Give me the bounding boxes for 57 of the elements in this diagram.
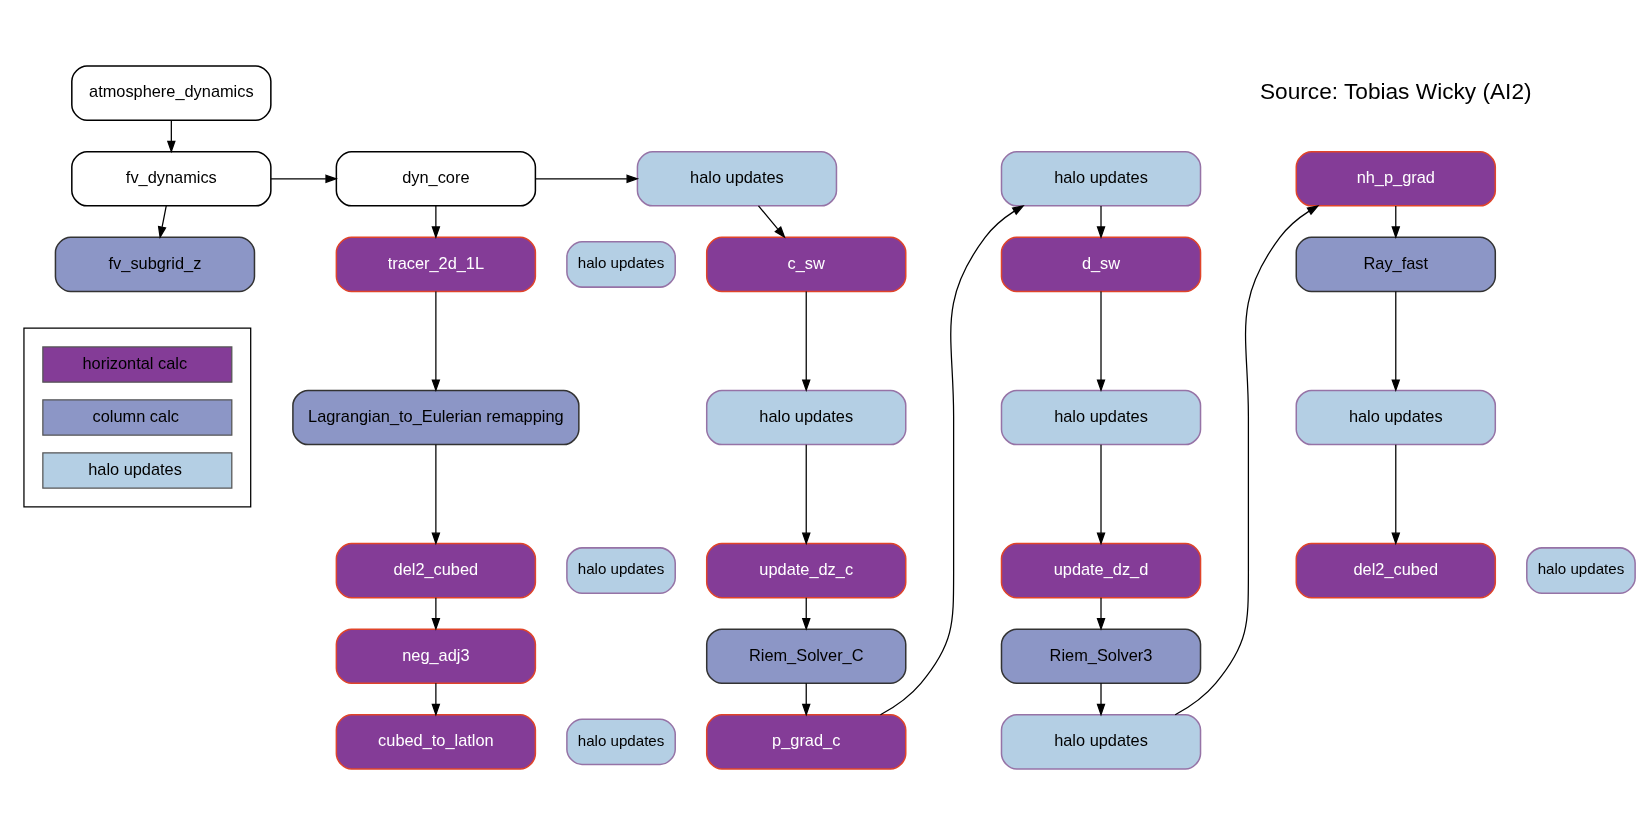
node-box: p_grad_c: [705, 714, 907, 770]
arrow: [1391, 444, 1401, 546]
arrow: [1391, 290, 1401, 393]
arrow: [1096, 444, 1106, 546]
node-box: tracer_2d_1L: [335, 236, 537, 293]
node-box: nh_p_grad: [1295, 150, 1497, 207]
arrow: [801, 290, 811, 393]
node-box: del2_cubed: [1295, 542, 1497, 599]
node-box: Ray_fast: [1295, 236, 1497, 293]
node-box: halo updates: [1000, 150, 1202, 207]
arrow: [1096, 597, 1106, 631]
legend-label: column calc: [92, 406, 179, 425]
node-box: halo updates: [1526, 547, 1636, 594]
node-box: dyn_core: [335, 150, 537, 207]
arrow: [1174, 204, 1320, 716]
node-box: neg_adj3: [335, 628, 537, 685]
arrow: [1096, 290, 1106, 393]
node-box: fv_dynamics: [71, 150, 272, 207]
node-box: halo updates: [1000, 714, 1202, 770]
node-box: update_dz_c: [705, 542, 907, 599]
arrow: [757, 205, 786, 239]
node-box: halo updates: [636, 150, 838, 207]
node-box: d_sw: [1000, 236, 1202, 293]
node-box: halo updates: [705, 389, 907, 446]
arrow: [535, 174, 640, 184]
node-box: halo updates: [566, 547, 676, 594]
arrow: [1096, 682, 1106, 717]
node-box: del2_cubed: [335, 542, 537, 599]
arrow: [431, 205, 441, 239]
arrow: [431, 290, 441, 393]
node-box: cubed_to_latlon: [335, 714, 537, 770]
arrow: [166, 119, 176, 154]
node-box: halo updates: [566, 718, 676, 766]
node-box: fv_subgrid_z: [54, 236, 256, 293]
node-box: halo updates: [1000, 389, 1202, 446]
arrow: [879, 204, 1025, 716]
arrow: [1096, 205, 1106, 239]
arrow: [801, 682, 811, 717]
node-box: c_sw: [705, 236, 907, 293]
arrow: [431, 444, 441, 546]
node-box: halo updates: [566, 241, 676, 288]
legend-label: halo updates: [88, 459, 182, 478]
label: Source: Tobias Wicky (AI2): [1260, 77, 1532, 104]
legend-label: horizontal calc: [82, 353, 188, 372]
arrow: [431, 682, 441, 717]
arrow: [157, 205, 167, 239]
arrow: [801, 597, 811, 631]
node-box: Riem_Solver3: [1000, 628, 1202, 685]
arrow: [431, 597, 441, 631]
arrow: [270, 174, 338, 184]
arrow: [801, 444, 811, 546]
arrow: [1391, 205, 1401, 239]
node-box: update_dz_d: [1000, 542, 1202, 599]
node-box: halo updates: [1295, 389, 1497, 446]
node-box: Riem_Solver_C: [705, 628, 907, 685]
node-box: atmosphere_dynamics: [71, 65, 272, 121]
node-box: Lagrangian_to_Eulerian remapping: [292, 389, 580, 446]
